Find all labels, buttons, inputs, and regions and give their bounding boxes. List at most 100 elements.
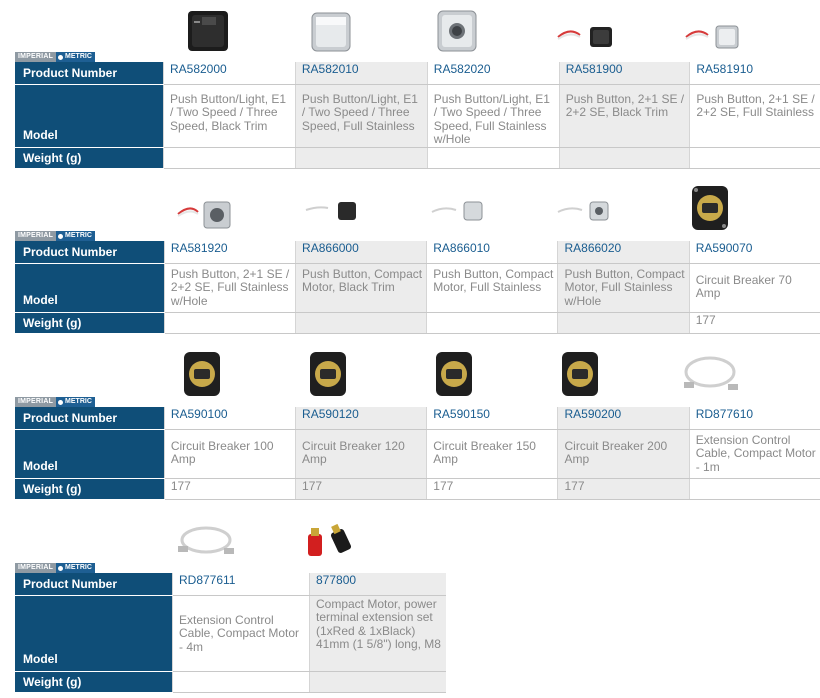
weight-value bbox=[162, 147, 296, 169]
product-number-label: Product Number bbox=[15, 241, 165, 264]
weight-value: 177 bbox=[688, 312, 820, 334]
model-value: Push Button/Light, E1 / Two Speed / Thre… bbox=[162, 84, 296, 148]
product-number: RA582020 bbox=[426, 62, 560, 85]
metric-option[interactable]: METRIC bbox=[56, 563, 95, 573]
selected-dot-icon bbox=[58, 565, 64, 571]
product-number-label: Product Number bbox=[15, 573, 173, 596]
model-value: Push Button, 2+1 SE / 2+2 SE, Black Trim bbox=[558, 84, 690, 148]
product-number: RA581910 bbox=[689, 62, 820, 85]
product-images-row bbox=[0, 516, 820, 564]
weight-value bbox=[689, 147, 820, 169]
weight-label: Weight (g) bbox=[15, 671, 173, 693]
product-number: RA581920 bbox=[163, 241, 296, 264]
stainless-compact-button-icon bbox=[424, 184, 550, 232]
model-value: Extension Control Cable, Compact Motor -… bbox=[688, 429, 820, 479]
circuit-breaker-icon bbox=[676, 184, 802, 232]
model-value: Circuit Breaker 120 Amp bbox=[295, 429, 427, 479]
selected-dot-icon bbox=[58, 399, 64, 405]
product-number: 877800 bbox=[309, 573, 446, 596]
spec-table: Product Number RA581920 RA866000 RA86601… bbox=[15, 241, 820, 334]
units-toggle[interactable]: IMPERIAL METRIC bbox=[15, 563, 95, 573]
product-number: RA590070 bbox=[688, 241, 820, 264]
units-toggle[interactable]: IMPERIAL METRIC bbox=[15, 52, 95, 62]
spec-table: Product Number RA590100 RA590120 RA59015… bbox=[15, 407, 820, 500]
product-images-row bbox=[0, 350, 820, 398]
model-value: Push Button, Compact Motor, Full Stainle… bbox=[557, 263, 690, 313]
product-number: RD877611 bbox=[172, 573, 310, 596]
metric-label: METRIC bbox=[65, 398, 92, 405]
model-value: Push Button, Compact Motor, Full Stainle… bbox=[426, 263, 558, 313]
selected-dot-icon bbox=[58, 233, 64, 239]
weight-value bbox=[557, 312, 690, 334]
model-label: Model bbox=[15, 84, 164, 148]
product-number: RA866020 bbox=[557, 241, 690, 264]
model-value: Push Button/Light, E1 / Two Speed / Thre… bbox=[294, 84, 428, 148]
metric-option[interactable]: METRIC bbox=[56, 52, 95, 62]
metric-option[interactable]: METRIC bbox=[56, 231, 95, 241]
weight-value: 177 bbox=[295, 478, 427, 500]
product-images-row bbox=[0, 184, 820, 232]
imperial-option[interactable]: IMPERIAL bbox=[15, 52, 57, 62]
metric-label: METRIC bbox=[65, 53, 92, 60]
weight-value bbox=[426, 312, 558, 334]
weight-value: 177 bbox=[426, 478, 558, 500]
product-number-label: Product Number bbox=[15, 407, 165, 430]
weight-label: Weight (g) bbox=[15, 312, 165, 334]
extension-cable-icon bbox=[172, 516, 298, 564]
extension-cable-icon bbox=[676, 350, 802, 398]
black-button-with-wires-icon bbox=[550, 5, 676, 53]
product-images-row bbox=[0, 5, 820, 53]
black-compact-button-icon bbox=[298, 184, 424, 232]
product-number-label: Product Number bbox=[15, 62, 164, 85]
model-label: Model bbox=[15, 595, 173, 672]
stainless-square-button-icon bbox=[298, 5, 424, 53]
stainless-hole-button-with-wires-icon bbox=[172, 184, 298, 232]
imperial-option[interactable]: IMPERIAL bbox=[15, 563, 57, 573]
product-number: RA581900 bbox=[558, 62, 690, 85]
weight-label: Weight (g) bbox=[15, 147, 164, 169]
power-terminal-set-icon bbox=[298, 516, 424, 564]
circuit-breaker-icon bbox=[298, 350, 424, 398]
circuit-breaker-icon bbox=[550, 350, 676, 398]
weight-value: 177 bbox=[557, 478, 690, 500]
imperial-option[interactable]: IMPERIAL bbox=[15, 397, 57, 407]
model-value: Push Button, 2+1 SE / 2+2 SE, Full Stain… bbox=[689, 84, 820, 148]
weight-value bbox=[163, 312, 296, 334]
product-number: RA866010 bbox=[426, 241, 558, 264]
stainless-button-with-hole-icon bbox=[424, 5, 550, 53]
weight-value bbox=[309, 671, 446, 693]
product-number: RD877610 bbox=[688, 407, 820, 430]
metric-option[interactable]: METRIC bbox=[56, 397, 95, 407]
spec-table: Product Number RD877611 877800 Model Ext… bbox=[15, 573, 446, 693]
model-value: Circuit Breaker 100 Amp bbox=[163, 429, 296, 479]
product-number: RA590100 bbox=[163, 407, 296, 430]
product-number: RA866000 bbox=[295, 241, 427, 264]
black-square-button-icon bbox=[172, 5, 298, 53]
imperial-option[interactable]: IMPERIAL bbox=[15, 231, 57, 241]
product-number: RA590150 bbox=[426, 407, 558, 430]
model-value: Compact Motor, power terminal extension … bbox=[309, 595, 446, 672]
stainless-hole-compact-button-icon bbox=[550, 184, 676, 232]
model-value: Circuit Breaker 70 Amp bbox=[688, 263, 820, 313]
model-label: Model bbox=[15, 263, 165, 313]
units-toggle[interactable]: IMPERIAL METRIC bbox=[15, 397, 95, 407]
product-number: RA582000 bbox=[162, 62, 296, 85]
model-label: Model bbox=[15, 429, 165, 479]
model-value: Push Button/Light, E1 / Two Speed / Thre… bbox=[426, 84, 560, 148]
product-number: RA582010 bbox=[294, 62, 428, 85]
selected-dot-icon bbox=[58, 54, 64, 60]
spec-table: Product Number RA582000 RA582010 RA58202… bbox=[15, 62, 820, 169]
weight-value bbox=[558, 147, 690, 169]
weight-value bbox=[688, 478, 820, 500]
model-value: Push Button, Compact Motor, Black Trim bbox=[295, 263, 427, 313]
units-toggle[interactable]: IMPERIAL METRIC bbox=[15, 231, 95, 241]
weight-value bbox=[172, 671, 310, 693]
product-number: RA590120 bbox=[295, 407, 427, 430]
circuit-breaker-icon bbox=[424, 350, 550, 398]
model-value: Circuit Breaker 150 Amp bbox=[426, 429, 558, 479]
weight-value bbox=[426, 147, 560, 169]
product-number: RA590200 bbox=[557, 407, 690, 430]
weight-value bbox=[295, 312, 427, 334]
weight-label: Weight (g) bbox=[15, 478, 165, 500]
stainless-button-with-wires-icon bbox=[676, 5, 802, 53]
